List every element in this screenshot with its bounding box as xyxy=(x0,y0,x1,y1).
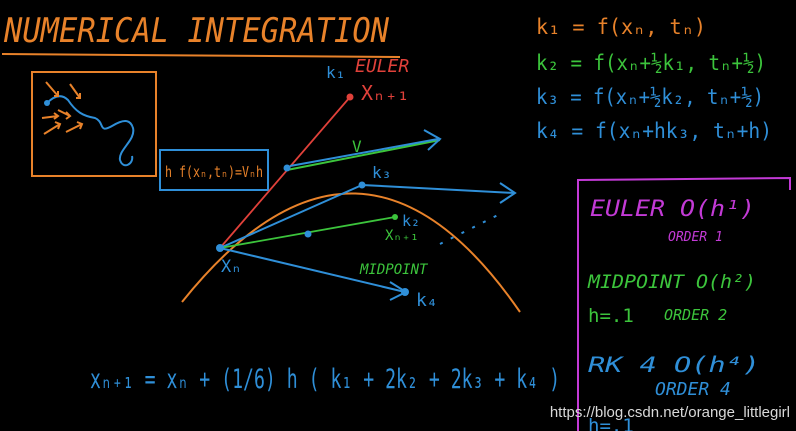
k3-label: k₃ xyxy=(372,163,391,182)
equation-k2: k₂ = f(xₙ+½k₁, tₙ+½) xyxy=(536,51,766,75)
midpoint-order-heading: MIDPOINT O(h²) xyxy=(587,271,756,293)
order-comparison-box: EULER O(h¹) ORDER 1 MIDPOINT O(h²) h=.1 … xyxy=(577,176,791,431)
midpoint-step: h=.1 xyxy=(588,305,634,327)
xn-label: Xₙ xyxy=(221,257,241,277)
euler-order-heading: EULER O(h¹) xyxy=(590,197,755,222)
watermark: https://blog.csdn.net/orange_littlegirl xyxy=(549,404,790,421)
title-underline xyxy=(1,53,401,58)
vector-field-sketch xyxy=(31,71,157,177)
title: NUMERICAL INTEGRATION xyxy=(3,11,389,51)
xn1-mid-label: Xₙ₊₁ xyxy=(385,228,419,244)
solution-curve xyxy=(181,192,521,313)
k4-label: k₄ xyxy=(416,290,438,311)
dotted-guide xyxy=(439,213,501,245)
k2-label: k₂ xyxy=(402,212,420,230)
step-formula-text: h f(xₙ,tₙ)=Vₙh xyxy=(165,163,263,181)
xn1-top-label: Xₙ₊₁ xyxy=(361,81,409,105)
equation-k1: k₁ = f(xₙ, tₙ) xyxy=(536,15,706,39)
euler-arrow xyxy=(219,93,354,249)
equation-k3: k₃ = f(xₙ+½k₂, tₙ+½) xyxy=(536,85,764,109)
step-formula-box: h f(xₙ,tₙ)=Vₙh xyxy=(159,149,269,191)
k1-label: k₁ xyxy=(326,63,345,82)
k4-arrow xyxy=(219,247,409,301)
rk4-order-value: ORDER 4 xyxy=(655,379,731,400)
rk4-step: h=.1 xyxy=(588,415,634,431)
euler-label: EULER xyxy=(355,56,409,77)
rk-equations: k₁ = f(xₙ, tₙ) k₂ = f(xₙ+½k₁, tₙ+½) k₃ =… xyxy=(536,15,772,143)
velocity-arrow xyxy=(283,129,442,172)
v-label: V xyxy=(352,137,362,156)
rk4-order-heading: RK 4 O(h⁴) xyxy=(588,353,760,377)
midpoint-label: MIDPOINT xyxy=(359,262,429,278)
euler-order-value: ORDER 1 xyxy=(668,230,723,245)
rk4-update-formula: xₙ₊₁ = xₙ + (1/6) h ( k₁ + 2k₂ + 2k₃ + k… xyxy=(90,364,560,395)
k2-arrow xyxy=(219,214,398,249)
k3-arrow xyxy=(219,181,517,249)
midpoint-order-value: ORDER 2 xyxy=(664,306,727,324)
equation-k4: k₄ = f(xₙ+hk₃, tₙ+h) xyxy=(536,119,772,143)
start-point xyxy=(216,244,224,252)
